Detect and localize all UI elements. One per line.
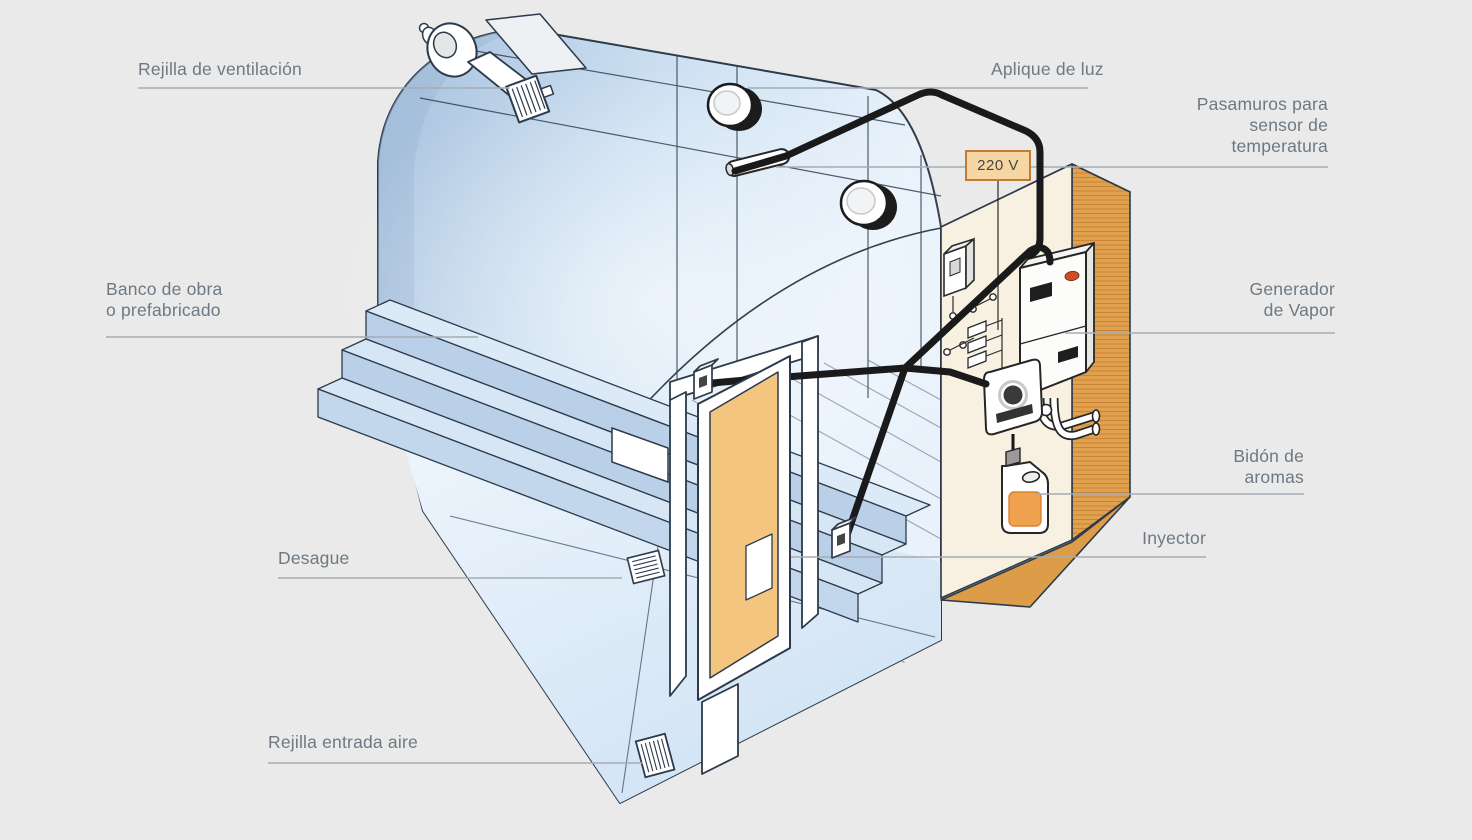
label-aplique-luz-text: Aplique de luz	[991, 59, 1104, 79]
tech-room-floor	[940, 496, 1131, 608]
label-generador: Generador de Vapor	[1250, 279, 1335, 321]
ventilation-grille-icon	[505, 74, 555, 124]
voltage-tag-text: 220 V	[977, 157, 1019, 174]
door-handle-plate	[745, 533, 773, 601]
label-inyector: Inyector	[1142, 528, 1206, 549]
label-bidon-line1: Bidón de	[1233, 446, 1304, 466]
air-intake-grille	[634, 732, 676, 779]
label-aplique-luz: Aplique de luz	[991, 59, 1104, 80]
light-fixture-1	[706, 82, 762, 131]
label-banco-line1: Banco de obra	[106, 279, 223, 299]
generator-vent-slot	[1058, 346, 1078, 363]
door-panel	[709, 371, 779, 679]
aroma-bottle	[1001, 434, 1049, 534]
label-pasamuros-line3: temperatura	[1231, 136, 1328, 156]
voltage-tag-box	[965, 150, 1031, 181]
steam-line-left	[708, 244, 1054, 387]
pipe-flange	[1091, 422, 1101, 436]
leader-lines	[106, 87, 1335, 764]
bottle-cap	[1005, 447, 1021, 467]
pump-knob	[1003, 385, 1023, 405]
generator-led	[1064, 270, 1080, 282]
label-rejilla-entrada-aire-text: Rejilla entrada aire	[268, 732, 418, 752]
bottle-handle	[1021, 470, 1041, 484]
pump-line	[901, 364, 990, 388]
pipe-flange	[1091, 409, 1101, 423]
cables	[708, 88, 1054, 545]
ventilation-fan	[418, 13, 587, 124]
electrical-wiring	[943, 180, 1003, 378]
label-pasamuros-line2: sensor de	[1249, 115, 1328, 135]
label-banco: Banco de obra o prefabricado	[106, 279, 222, 321]
vault-cut-edge	[611, 227, 942, 443]
aroma-liquid	[1008, 491, 1042, 527]
light-fixture-2	[839, 179, 897, 230]
steam-injector-upper	[693, 358, 719, 400]
label-banco-line2: o prefabricado	[106, 300, 221, 320]
steam-injector-lower	[831, 516, 857, 559]
drain-grille	[626, 549, 666, 585]
steam-line-lower	[841, 364, 909, 545]
label-generador-line2: de Vapor	[1263, 300, 1335, 320]
label-bidon-line2: aromas	[1244, 467, 1304, 487]
label-rejilla-ventilacion: Rejilla de ventilación	[138, 59, 302, 80]
label-desague-text: Desague	[278, 548, 350, 568]
label-bidon: Bidón de aromas	[1233, 446, 1304, 488]
label-rejilla-ventilacion-text: Rejilla de ventilación	[138, 59, 302, 79]
label-rejilla-entrada-aire: Rejilla entrada aire	[268, 732, 418, 753]
wall-plaque	[611, 426, 669, 484]
door-leaf	[697, 355, 791, 775]
aroma-pump	[983, 358, 1043, 436]
door-threshold	[701, 683, 739, 775]
label-inyector-text: Inyector	[1142, 528, 1206, 548]
voltage-tag: 220 V	[966, 151, 1030, 180]
generator-display	[1030, 282, 1052, 302]
label-pasamuros-line1: Pasamuros para	[1196, 94, 1328, 114]
label-pasamuros: Pasamuros para sensor de temperatura	[1197, 94, 1328, 157]
label-generador-line1: Generador	[1249, 279, 1335, 299]
left-wall-shade	[378, 29, 524, 332]
label-desague: Desague	[278, 548, 349, 569]
